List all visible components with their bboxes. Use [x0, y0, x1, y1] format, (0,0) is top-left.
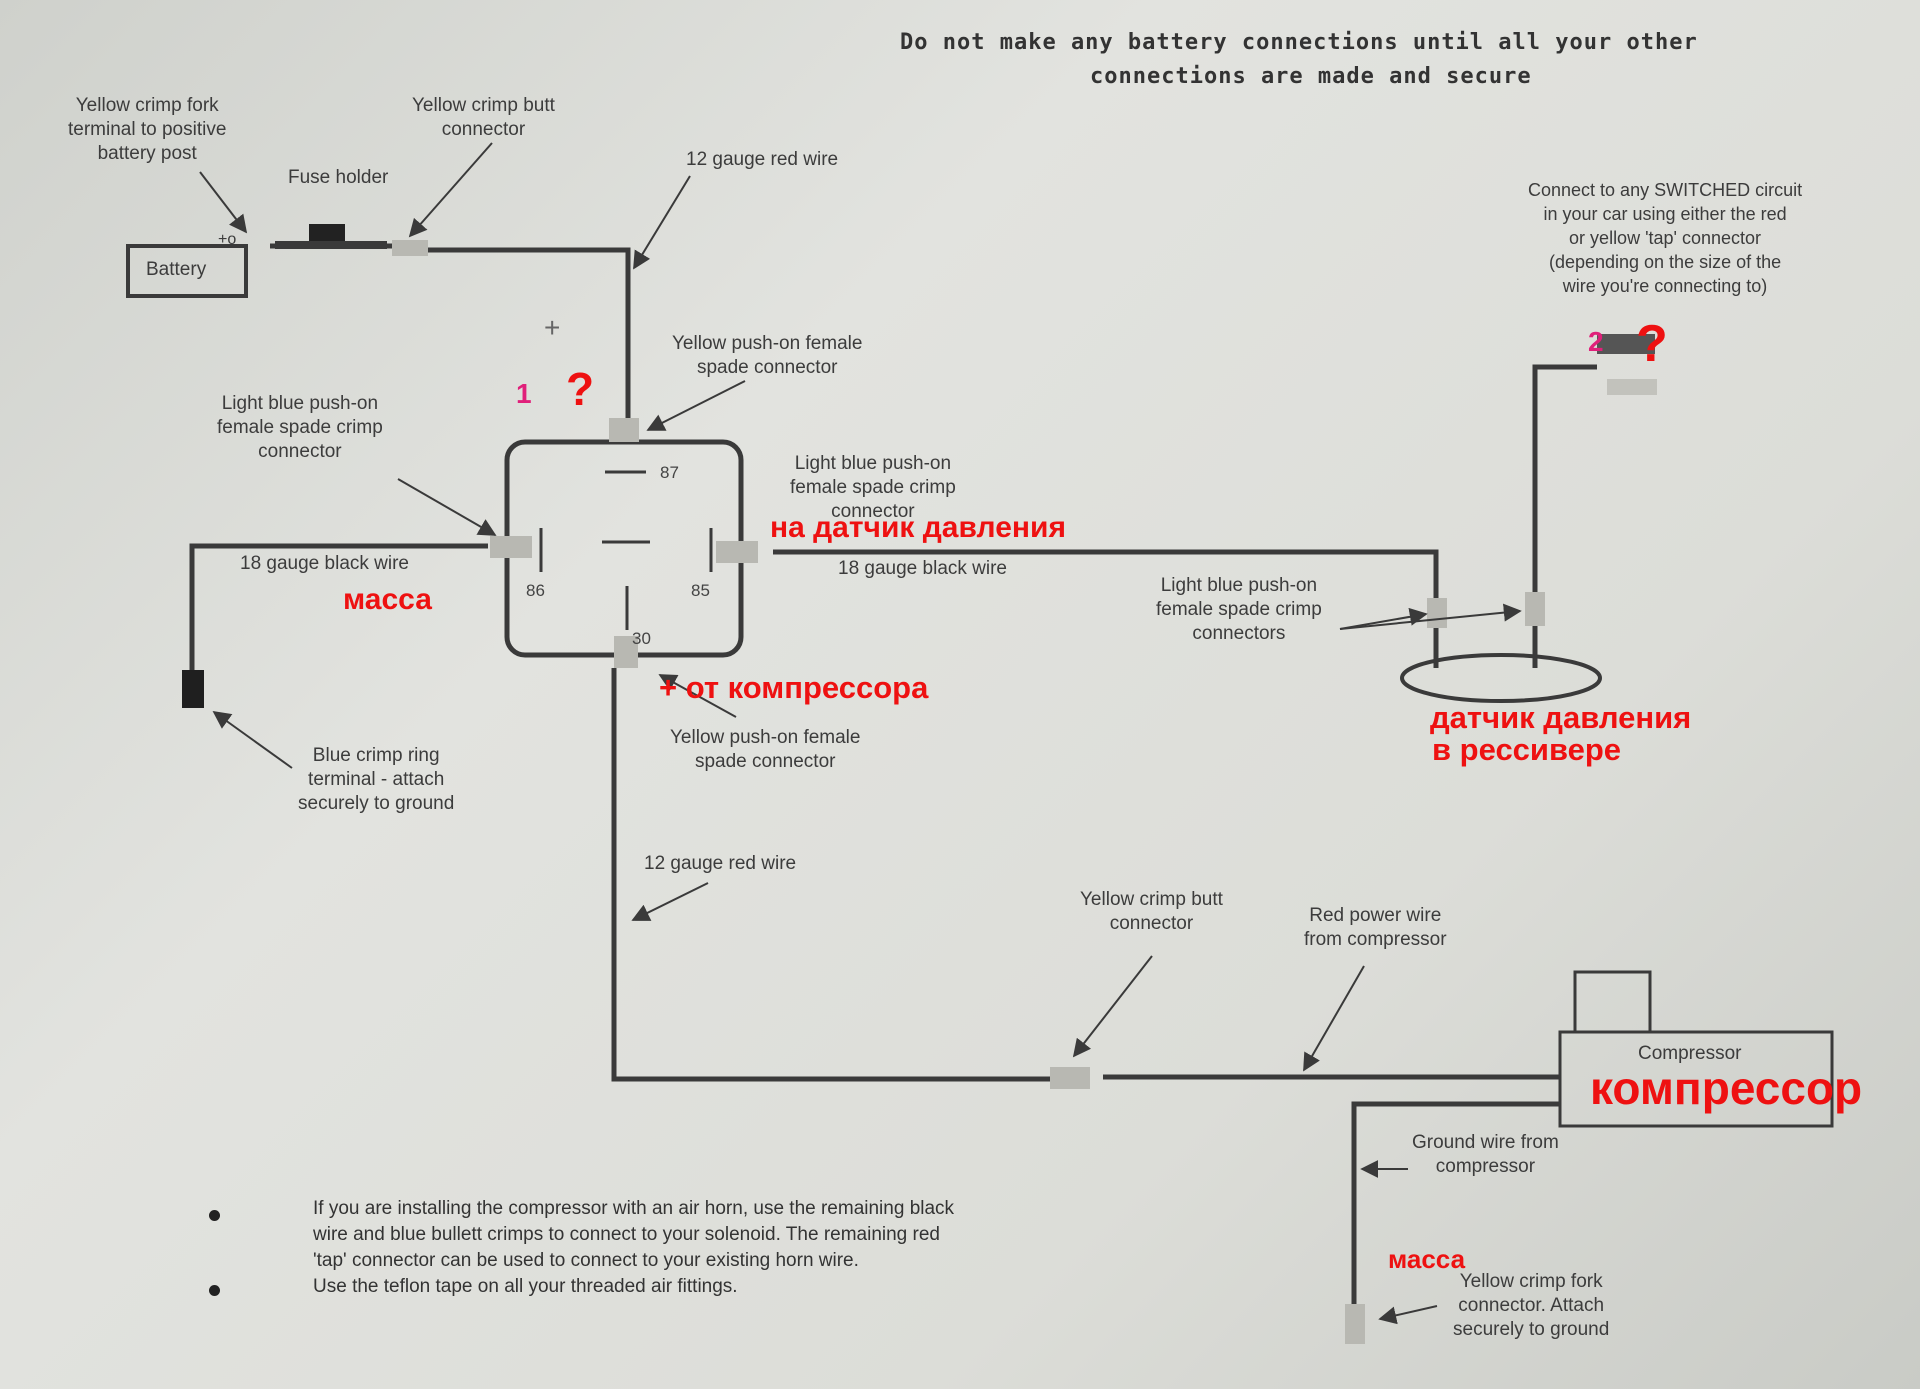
arrow-spade-87 — [646, 380, 746, 431]
fuse-holder — [309, 224, 345, 246]
arrow-red-wire-top — [633, 175, 691, 270]
black-wire-left-label: 18 gauge black wire — [240, 553, 409, 574]
compressor-head — [1573, 970, 1652, 1034]
arrow-pressure-left — [1339, 607, 1428, 630]
wire-fuse-to-relay — [428, 247, 631, 418]
relay-pin-86: 86 — [526, 581, 545, 600]
arrow-red-wire-bottom — [631, 882, 709, 921]
compressor-box — [1558, 1030, 1834, 1128]
spade-pressure-right — [1525, 592, 1545, 626]
annotation-pressure-sensor-link: на датчик давления — [770, 511, 1066, 544]
relay-pin-30: 30 — [632, 629, 651, 648]
spade-87 — [609, 418, 639, 442]
arrow-butt-bottom — [1072, 955, 1153, 1058]
battery-terminal-mark: +o — [218, 231, 237, 248]
spade-30 — [614, 636, 638, 668]
pressure-switch-ellipse — [1400, 653, 1602, 703]
arrow-ring-terminal — [212, 710, 293, 769]
ring-terminal — [182, 670, 204, 708]
wire-30-compressor — [611, 668, 1050, 1082]
arrow-spade-30 — [658, 674, 737, 718]
marker-1-question: ? — [566, 363, 595, 415]
fuse-holder-label: Fuse holder — [288, 167, 389, 188]
warning-line-2: connections are made and secure — [1090, 64, 1532, 89]
battery-box — [126, 244, 248, 298]
wire-pressure-switched — [1532, 364, 1597, 592]
tap-connector-lower — [1607, 379, 1657, 395]
spade-86 — [490, 536, 532, 558]
marker-2-question: ? — [1636, 315, 1668, 373]
installation-notes: If you are installing the compressor wit… — [313, 1198, 955, 1297]
black-wire-right-label: 18 gauge black wire — [838, 558, 1007, 579]
spade-85 — [716, 541, 758, 563]
fork-ground — [1345, 1304, 1365, 1344]
arrow-lightblue-86 — [397, 478, 497, 536]
red-wire-bottom-label: 12 gauge red wire — [644, 853, 797, 874]
annotation-massa-bottom: масса — [1388, 1244, 1466, 1274]
spade-pressure-left — [1427, 598, 1447, 628]
wire-compressor-ground — [1351, 1101, 1560, 1304]
arrow-pressure-right — [1339, 603, 1522, 630]
battery-label: Battery — [146, 259, 207, 280]
red-wire-top-label: 12 gauge red wire — [686, 149, 839, 170]
annotation-compressor: компрессор — [1590, 1062, 1863, 1114]
note-bullet-2 — [209, 1285, 220, 1296]
compressor-label: Compressor — [1638, 1043, 1742, 1064]
plus-mark: + — [544, 312, 561, 343]
note-bullet-1 — [209, 1210, 220, 1221]
wire-86-ground — [189, 543, 488, 670]
warning-line-1: Do not make any battery connections unti… — [900, 30, 1698, 55]
marker-1-number: 1 — [516, 378, 532, 409]
arrow-butt-top — [408, 142, 493, 238]
annotation-from-compressor: + от компрессора — [659, 670, 929, 705]
arrow-fork-ground — [1378, 1305, 1438, 1325]
annotation-massa-left: масса — [343, 583, 432, 616]
tap-connector — [1597, 334, 1655, 354]
marker-2-number: 2 — [1588, 326, 1604, 357]
butt-connector-bottom — [1050, 1067, 1090, 1089]
relay-pin-85: 85 — [691, 581, 710, 600]
annotation-sensor-line-1: датчик давления — [1430, 700, 1692, 735]
wire-85-pressure — [773, 549, 1439, 598]
arrow-fork-terminal — [199, 171, 248, 234]
annotation-sensor-line-2: в рессивере — [1432, 732, 1622, 767]
butt-connector-top — [392, 240, 428, 256]
arrow-red-power — [1303, 965, 1365, 1072]
relay-pin-87: 87 — [660, 463, 679, 482]
fuse-body — [275, 241, 387, 249]
